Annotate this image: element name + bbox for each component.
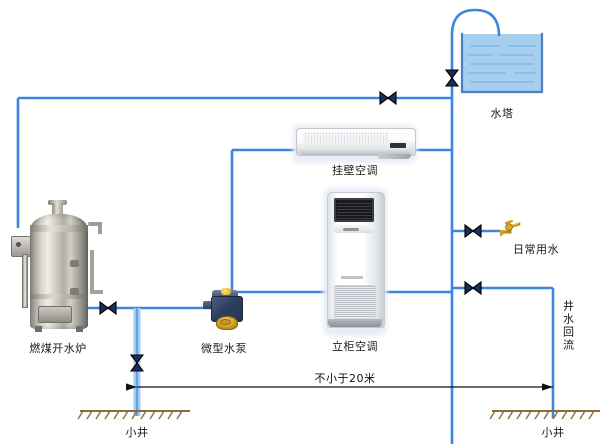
- label-well-right: 小井: [541, 426, 565, 439]
- label-boiler: 燃煤开水炉: [29, 342, 87, 355]
- water-tower-graphic: [460, 32, 544, 94]
- label-pump: 微型水泵: [201, 342, 247, 355]
- label-water-tower: 水塔: [490, 107, 514, 120]
- faucet-icon: [497, 219, 529, 239]
- wall-air-conditioner-icon: [293, 125, 417, 163]
- valve-tower-inlet[interactable]: [445, 69, 459, 87]
- label-well-return: 井水回流: [561, 300, 575, 352]
- valve-daily-water[interactable]: [464, 224, 482, 238]
- label-wall-ac: 挂壁空调: [332, 164, 378, 177]
- label-distance: 不小于20米: [310, 370, 380, 386]
- valve-boiler-supply[interactable]: [379, 91, 397, 105]
- label-well-left: 小井: [125, 426, 149, 439]
- valve-return-main[interactable]: [464, 281, 482, 295]
- valve-well-suction[interactable]: [130, 354, 144, 372]
- label-daily-water: 日常用水: [513, 243, 559, 256]
- coal-boiler-icon: [8, 198, 112, 332]
- micro-water-pump-icon: [203, 288, 249, 330]
- ground-left: [77, 410, 190, 420]
- label-cabinet-ac: 立柜空调: [332, 340, 378, 353]
- cabinet-air-conditioner-icon: [323, 188, 387, 336]
- ground-right: [489, 410, 600, 420]
